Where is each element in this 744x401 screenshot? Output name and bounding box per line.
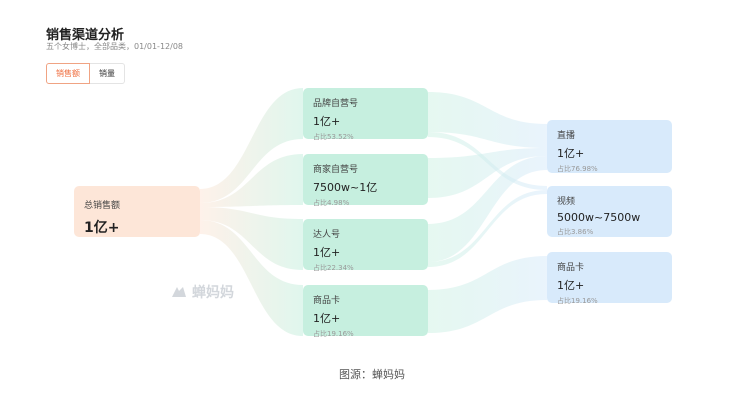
tab-sales-amount[interactable]: 销售额	[46, 63, 90, 84]
flow-brand-self-to-livestream	[428, 92, 547, 148]
node-label: 商品卡	[557, 263, 585, 273]
flow-total-to-brand-self	[200, 88, 303, 203]
node-total-sales[interactable]: 总销售额 1亿+	[74, 186, 200, 237]
tab-sales-volume[interactable]: 销量	[90, 63, 125, 84]
node-share: 占比76.98%	[557, 165, 598, 173]
node-share: 占比3.86%	[557, 228, 594, 236]
cicada-logo-icon	[172, 287, 186, 297]
node-value: 1亿+	[313, 115, 341, 128]
node-label: 品牌自营号	[313, 99, 359, 109]
flow-total-to-merchant-self	[200, 154, 303, 207]
node-brand-self-account[interactable]: 品牌自营号 1亿+ 占比53.52%	[303, 88, 428, 141]
node-influencer-account[interactable]: 达人号 1亿+ 占比22.34%	[303, 219, 428, 272]
node-livestream[interactable]: 直播 1亿+ 占比76.98%	[547, 120, 672, 173]
node-share: 占比53.52%	[313, 133, 354, 141]
image-source-caption: 图源：蝉妈妈	[339, 368, 405, 381]
node-label: 达人号	[313, 230, 341, 240]
watermark-text: 蝉妈妈	[192, 285, 234, 301]
page-title: 销售渠道分析	[46, 28, 125, 43]
node-product-card-carrier[interactable]: 商品卡 1亿+ 占比19.16%	[547, 252, 672, 305]
node-label: 商家自营号	[313, 165, 359, 175]
page-subtitle: 五个女博士，全部品类，01/01-12/08	[46, 42, 183, 51]
watermark: 蝉妈妈	[170, 282, 234, 302]
metric-tabs: 销售额 销量	[46, 63, 125, 84]
node-value: 1亿+	[313, 312, 341, 325]
node-value: 7500w~1亿	[313, 181, 378, 194]
node-value: 5000w~7500w	[557, 211, 641, 224]
flow-influencer-to-video	[428, 190, 547, 267]
node-label: 直播	[557, 131, 576, 141]
node-product-card-channel[interactable]: 商品卡 1亿+ 占比19.16%	[303, 285, 428, 338]
flow-influencer-to-livestream	[428, 156, 547, 262]
flow-merchant-self-to-livestream	[428, 148, 547, 198]
node-value: 1亿+	[557, 279, 585, 292]
node-share: 占比19.16%	[313, 330, 354, 338]
node-label: 总销售额	[84, 201, 121, 211]
node-merchant-self-account[interactable]: 商家自营号 7500w~1亿 占比4.98%	[303, 154, 428, 207]
node-label: 视频	[557, 197, 576, 207]
flow-total-to-product-card	[200, 220, 303, 336]
node-value: 1亿+	[313, 246, 341, 259]
node-share: 占比4.98%	[313, 199, 350, 207]
flow-total-to-influencer	[200, 207, 303, 270]
flow-product-card-to-product-card	[428, 256, 547, 333]
node-value: 1亿+	[557, 147, 585, 160]
node-value: 1亿+	[84, 220, 120, 236]
node-share: 占比22.34%	[313, 264, 354, 272]
node-share: 占比19.16%	[557, 297, 598, 305]
node-video[interactable]: 视频 5000w~7500w 占比3.86%	[547, 186, 672, 237]
node-label: 商品卡	[313, 296, 341, 306]
